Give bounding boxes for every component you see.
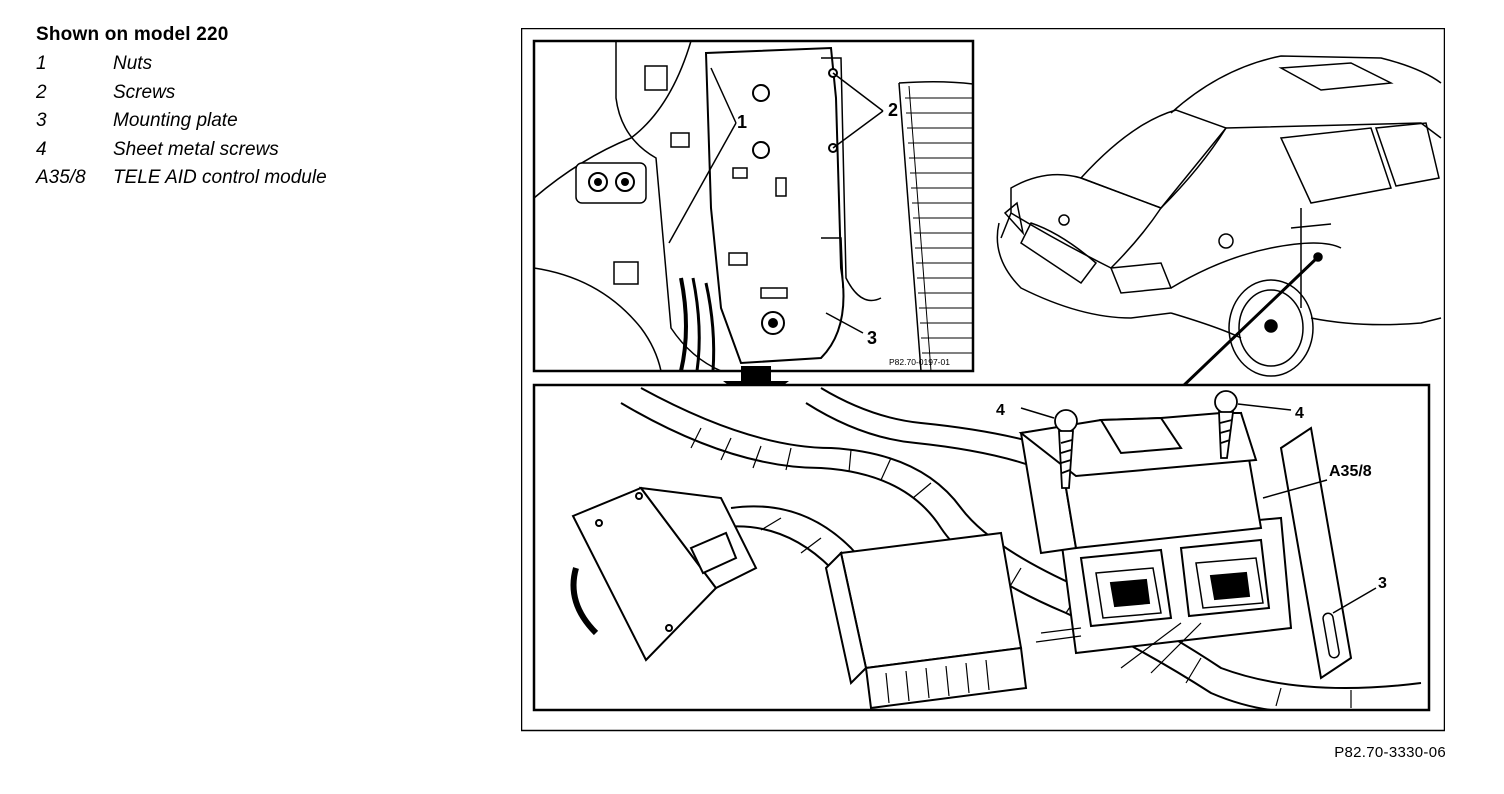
figure-frame: 1 2 3 P82.70-0197-01 — [521, 28, 1445, 732]
legend-key: 3 — [36, 110, 47, 131]
inset-panel: 1 2 3 P82.70-0197-01 — [532, 39, 975, 373]
car-illustration — [996, 55, 1442, 390]
callout-mounting-plate: 3 — [867, 328, 877, 348]
legend-label: Sheet metal screws — [113, 138, 279, 160]
inset-figure-code: P82.70-0197-01 — [889, 357, 950, 367]
legend-item-screws: 2 Screws — [36, 79, 327, 108]
legend-label: Mounting plate — [113, 110, 238, 131]
callout-screws: 2 — [888, 100, 898, 120]
legend: Shown on model 220 1 Nuts 2 Screws 3 Mou… — [36, 24, 327, 193]
legend-label: Nuts — [113, 53, 153, 74]
callout-mounting-plate: 3 — [1378, 575, 1387, 592]
legend-key: 1 — [36, 53, 47, 74]
legend-item-control-module: A35/8 TELE AID control module — [36, 164, 327, 193]
figure-code: P82.70-3330-06 — [1334, 744, 1446, 761]
callout-nuts: 1 — [737, 112, 747, 132]
legend-label: TELE AID control module — [113, 167, 327, 188]
legend-item-mounting-plate: 3 Mounting plate — [36, 107, 327, 136]
legend-item-nuts: 1 Nuts — [36, 50, 327, 79]
sheet-metal-screw-right — [1214, 390, 1238, 459]
sheet-metal-screw-left — [1054, 409, 1078, 489]
legend-key: 4 — [36, 138, 47, 160]
callout-screw-left: 4 — [996, 402, 1005, 419]
legend-key: A35/8 — [36, 167, 86, 188]
callout-module: A35/8 — [1329, 463, 1372, 480]
legend-key: 2 — [36, 81, 47, 103]
callout-screw-right: 4 — [1295, 405, 1304, 422]
legend-title: Shown on model 220 — [36, 24, 229, 45]
main-view-panel: 4 4 A35/8 3 — [532, 383, 1431, 712]
legend-label: Screws — [113, 81, 176, 103]
legend-item-sheet-metal-screws: 4 Sheet metal screws — [36, 136, 327, 165]
